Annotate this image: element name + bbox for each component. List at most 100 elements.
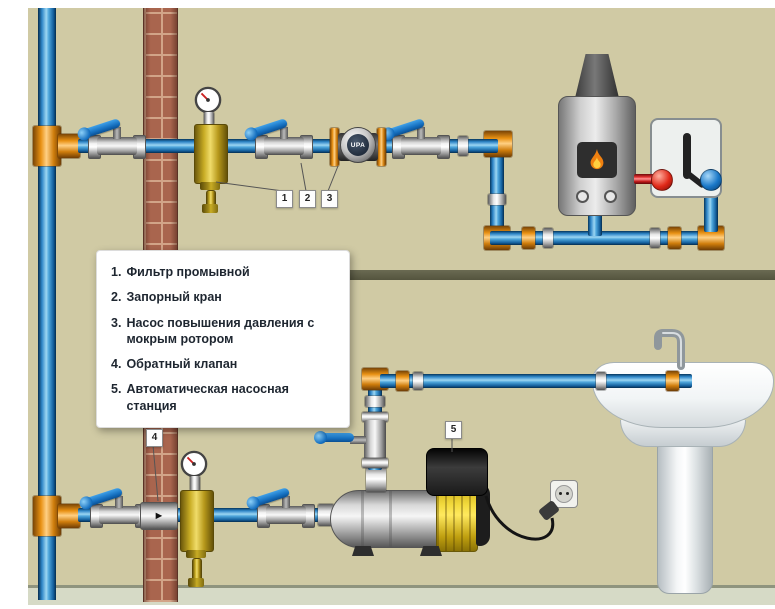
valve-body [97, 137, 137, 155]
pump-flange-left [330, 128, 339, 166]
valve-body [401, 137, 441, 155]
valve-stem [113, 127, 121, 139]
outlet-socket [555, 485, 573, 503]
pump-face-inner: UPA [347, 134, 369, 156]
callout-4: 4 [146, 429, 163, 447]
valve-handle-knob [314, 431, 327, 444]
flush-filter-top [192, 86, 228, 216]
filter-taper [186, 550, 206, 558]
legend-item-4: 4. Обратный клапан [111, 356, 335, 372]
pump-label: UPA [350, 141, 366, 149]
pump-face: UPA [340, 127, 376, 163]
body-ring [361, 491, 364, 547]
sink-basin [592, 362, 774, 428]
sink-feed-pipe [380, 374, 692, 388]
legend-number: 5. [111, 382, 122, 397]
valve-handle [314, 431, 354, 444]
pump-station-body [330, 490, 444, 548]
outlet-hole [566, 492, 569, 495]
pump-foot [352, 546, 374, 556]
sink-pipe-coupling-2 [596, 372, 606, 390]
legend-number: 3. [111, 315, 122, 330]
valve-stem [350, 436, 366, 444]
pressure-gauge-icon [180, 450, 208, 478]
legend-panel: 1. Фильтр промывной 2. Запорный кран 3. … [96, 250, 350, 428]
valve-body [264, 137, 304, 155]
pump-foot [420, 546, 442, 556]
booster-pump: UPA [330, 116, 386, 174]
shutoff-valve-riser [314, 412, 394, 468]
valve-body [99, 506, 139, 524]
shutoff-valve-top-3 [379, 110, 450, 159]
legend-number: 1. [111, 265, 122, 279]
flow-arrow-icon: ► [153, 509, 165, 522]
valve-stem [280, 127, 288, 139]
valve-stem [115, 496, 123, 508]
legend-text: Фильтр промывной [126, 265, 250, 279]
legend-item-2: 2. Запорный кран [111, 289, 335, 305]
legend-text: Автоматическая насосная станция [126, 382, 289, 413]
body-ring [389, 491, 392, 547]
ceiling-divider [176, 270, 775, 280]
legend-number: 2. [111, 290, 122, 305]
valve-body [364, 420, 386, 460]
shutoff-valve-bottom-1 [77, 479, 148, 528]
callout-5: 5 [445, 421, 462, 439]
switch-slot [683, 133, 691, 179]
filter-body [180, 490, 214, 552]
filter-drain-valve [202, 204, 218, 213]
check-valve: ► [140, 502, 178, 530]
heater-pipe-coupling-2 [650, 228, 660, 248]
valve-nut [362, 458, 388, 468]
legend-text: Запорный кран [126, 290, 222, 305]
shutoff-valve-bottom-2 [244, 479, 315, 528]
filter-body [194, 124, 228, 184]
sink-pipe-fitting-1 [396, 371, 409, 391]
legend-item-5: 5. Автоматическая насосная станция [111, 381, 335, 414]
floor-line [28, 585, 775, 605]
cold-water-knob [700, 169, 722, 191]
legend-text: Насос повышения давления с мокрым роторо… [126, 315, 315, 346]
shutoff-valve-top-1 [75, 110, 146, 159]
filter-drain-valve [188, 578, 204, 587]
sink-pipe-coupling-1 [413, 372, 423, 390]
heater-pipe-fitting-1 [522, 227, 535, 249]
gauge-stem [204, 112, 214, 125]
cold-knob-riser [704, 188, 718, 232]
hot-water-pipe [634, 174, 656, 184]
heater-gauge-right-icon [604, 190, 617, 203]
pump-flange-right [377, 128, 386, 166]
callout-3: 3 [321, 190, 338, 208]
callout-1: 1 [276, 190, 293, 208]
pipe-tee-stub-bottom [58, 504, 80, 528]
flame-icon [590, 149, 604, 170]
riser-coupling [488, 194, 506, 205]
pipe-tee-stub-top [58, 134, 80, 158]
heater-inlet-stub [588, 210, 602, 236]
heater-gauge-left-icon [576, 190, 589, 203]
power-switch-box [650, 118, 722, 198]
sink-pedestal [657, 442, 713, 594]
outlet-hole [559, 492, 562, 495]
water-heater [558, 54, 636, 216]
hot-water-knob [651, 169, 673, 191]
heater-chimney [575, 54, 619, 98]
pipe-tee-fitting-top [33, 126, 61, 166]
gauge-stem [190, 476, 200, 491]
callout-2: 2 [299, 190, 316, 208]
faucet-icon [654, 329, 685, 370]
flush-filter-bottom [178, 450, 214, 592]
valve-nut [362, 412, 388, 422]
valve-body [266, 506, 306, 524]
valve-stem [417, 127, 425, 139]
valve-stem [282, 496, 290, 508]
filter-taper [200, 182, 220, 190]
heater-burner-window [577, 142, 617, 178]
legend-item-3: 3. Насос повышения давления с мокрым рот… [111, 315, 335, 348]
heater-pipe-fitting-2 [668, 227, 681, 249]
pump-station-motor [426, 448, 488, 496]
heater-pipe-coupling-1 [543, 228, 553, 248]
pressure-gauge-icon [194, 86, 222, 114]
legend-item-1: 1. Фильтр промывной [111, 264, 335, 280]
